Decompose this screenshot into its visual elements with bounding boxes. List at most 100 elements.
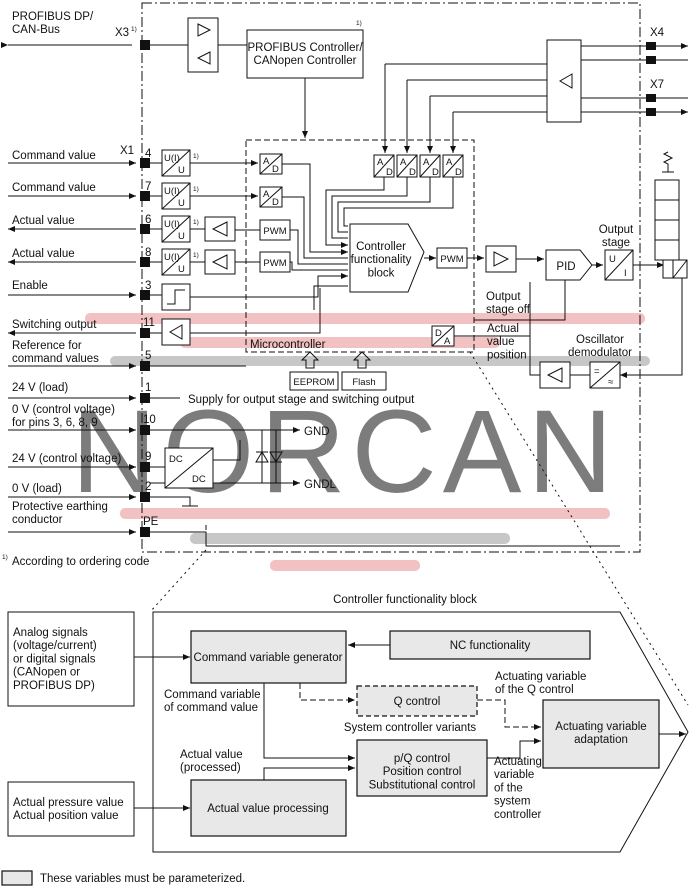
pwm-main-label: PWM [440, 254, 463, 265]
svg-text:1): 1) [193, 153, 199, 160]
x7-label: X7 [650, 79, 664, 91]
svg-text:U: U [178, 165, 185, 176]
profibus-controller-label: PROFIBUS Controller/CANopen Controller [247, 42, 363, 67]
svg-text:=: = [594, 366, 600, 377]
actuating-adaptation [542, 699, 660, 769]
x1-connectors [140, 158, 150, 537]
analog-signals: Analog signals(voltage/current)or digita… [13, 627, 97, 692]
svg-text:U: U [178, 264, 185, 275]
pin-2: 2 [145, 481, 151, 493]
v0-control-label: 0 V (control voltage)for pins 3, 6, 8, 9 [12, 404, 115, 429]
eeprom [289, 371, 339, 391]
x3-footnote: 1) [131, 26, 137, 33]
svg-text:A: A [400, 157, 407, 168]
svg-text:U: U [178, 231, 185, 242]
svg-text:D: D [409, 167, 416, 178]
legend-swatch [1, 870, 33, 886]
profibus-controller [246, 29, 364, 79]
svg-text:D: D [272, 164, 279, 175]
cmd1-label: Command value [12, 150, 96, 162]
gndl-label: GNDL [304, 479, 337, 491]
switching-output-label: Switching output [12, 319, 97, 331]
pid-block [545, 249, 593, 281]
enable-label: Enable [12, 280, 48, 292]
microcontroller-label: Microcontroller [250, 339, 326, 351]
pin-10: 10 [143, 414, 156, 426]
pin-8: 8 [145, 247, 151, 259]
pwm-act1-label: PWM [263, 226, 286, 237]
switching-buffer [161, 318, 191, 346]
pid-label: PID [556, 261, 575, 273]
actual-processed-label: Actual value(processed) [180, 749, 243, 774]
functionality-outline [152, 611, 689, 853]
legend-text: These variables must be parameterized. [40, 873, 245, 885]
pin-7: 7 [145, 181, 151, 193]
svg-text:D: D [272, 197, 279, 208]
watermark [85, 313, 650, 571]
actual-inputs-box [7, 781, 135, 837]
svg-text:A: A [446, 157, 453, 168]
footnote-mark: 1) [2, 554, 8, 561]
pq-control [356, 739, 488, 797]
svg-text:D: D [386, 167, 393, 178]
x1-label: X1 [120, 145, 134, 157]
command-generator [190, 630, 347, 684]
device-border [141, 2, 641, 553]
analog-signals-box [7, 611, 135, 707]
svg-text:A: A [444, 336, 451, 347]
svg-text:U(I): U(I) [164, 186, 180, 197]
valve-icon [654, 151, 688, 279]
flash [341, 371, 387, 391]
pin-1: 1 [145, 382, 151, 394]
pin-11: 11 [143, 317, 155, 329]
buffer-act1 [204, 216, 236, 242]
svg-text:U(I): U(I) [164, 153, 180, 164]
svg-text:A: A [263, 189, 270, 200]
x4-label: X4 [650, 27, 665, 39]
svg-text:A: A [423, 157, 430, 168]
amp-buffer [485, 245, 517, 273]
supply-label: Supply for output stage and switching ou… [188, 394, 415, 406]
pin-9: 9 [145, 451, 151, 463]
act2-label: Actual value [12, 248, 75, 260]
v0-load-label: 0 V (load) [12, 483, 62, 495]
pc-footnote: 1) [356, 20, 362, 27]
ad-converters-top: AD AD AD AD [373, 154, 464, 178]
svg-text:A: A [263, 156, 270, 167]
pwm-act2-label: PWM [263, 258, 286, 269]
footnote: According to ordering code [12, 556, 149, 568]
pe-label: PE [143, 516, 159, 528]
svg-text:≈: ≈ [608, 377, 613, 388]
functionality-title: Controller functionality block [333, 594, 477, 606]
dc-out: DC [192, 474, 206, 485]
x3-label: X3 [115, 27, 129, 39]
svg-text:D: D [455, 167, 462, 178]
svg-text:1): 1) [193, 186, 199, 193]
bus-transceiver [187, 17, 219, 73]
x3-connector [140, 40, 150, 50]
controller-block [349, 223, 425, 293]
eeprom-label: EEPROM [293, 377, 334, 388]
pin-5: 5 [145, 350, 151, 362]
oscillator-buffer [539, 361, 571, 389]
svg-text:D: D [432, 167, 439, 178]
pin-6: 6 [145, 214, 151, 226]
svg-text:D: D [435, 328, 442, 339]
svg-text:I: I [624, 268, 627, 279]
enable-trigger [161, 283, 191, 311]
profibus-label: PROFIBUS DP/CAN-Bus [12, 11, 94, 36]
watermark-text: NORCAN [71, 386, 618, 518]
act1-label: Actual value [12, 215, 75, 227]
actual-processing [190, 779, 347, 837]
